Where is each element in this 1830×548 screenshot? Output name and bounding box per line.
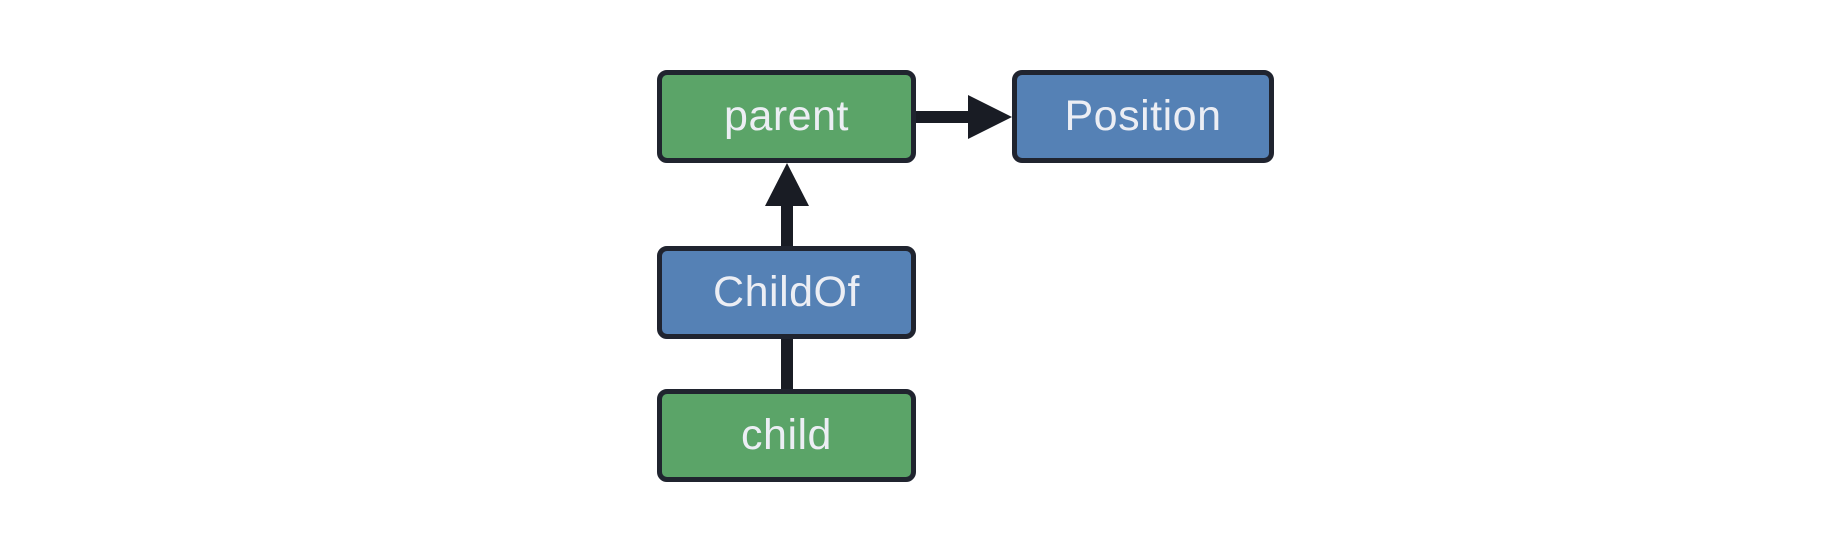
arrowhead-right-icon	[968, 95, 1012, 139]
edge-parent-to-position-arrow	[915, 95, 1012, 139]
edge-childof-to-parent-arrow	[765, 163, 809, 246]
node-child: child	[657, 389, 916, 482]
node-childof-label: ChildOf	[713, 268, 860, 316]
node-parent-label: parent	[724, 92, 849, 140]
node-position: Position	[1012, 70, 1274, 163]
node-child-label: child	[741, 411, 832, 459]
arrowhead-up-icon	[765, 163, 809, 206]
node-parent: parent	[657, 70, 916, 163]
node-position-label: Position	[1064, 92, 1222, 140]
node-childof: ChildOf	[657, 246, 916, 339]
